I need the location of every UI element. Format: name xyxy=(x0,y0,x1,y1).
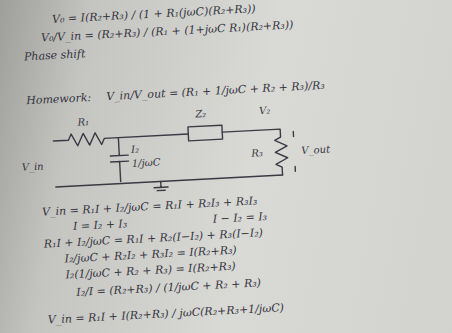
impedance-label: 1/jωC xyxy=(131,155,160,169)
resistor-symbol xyxy=(53,128,188,147)
heading-text: Homework: xyxy=(26,91,91,107)
voltage-label: V_in xyxy=(21,160,44,174)
equation-line: I − I₂ = I₃ xyxy=(212,210,267,226)
ground-wire xyxy=(56,175,283,187)
ground-symbol xyxy=(154,181,168,191)
output-terminal xyxy=(293,131,295,171)
equation-line: V_in/V_out = (R₁ + 1/jωC + R₂ + R₃)/R₃ xyxy=(106,79,325,103)
node-label: V₂ xyxy=(259,104,271,118)
capacitor-symbol xyxy=(109,137,129,182)
resistor-box xyxy=(188,125,223,141)
current-label: I₂ xyxy=(131,143,140,156)
component-label: R₃ xyxy=(251,146,263,160)
equation-line: I = I₂ + I₃ xyxy=(73,217,128,233)
component-label: R₁ xyxy=(77,115,89,129)
component-label: Z₂ xyxy=(195,107,207,121)
voltage-label: V_out xyxy=(301,143,330,157)
equation-line: V_in = R₁I + I(R₂+R₃) / jωC(R₂+R₃+1/jωC) xyxy=(47,301,284,326)
equation-line: I₂/I = (R₂+R₃) / (1/jωC + R₂ + R₃) xyxy=(76,276,261,299)
note-text: Phase shift xyxy=(24,47,86,63)
resistor-symbol xyxy=(222,129,288,178)
